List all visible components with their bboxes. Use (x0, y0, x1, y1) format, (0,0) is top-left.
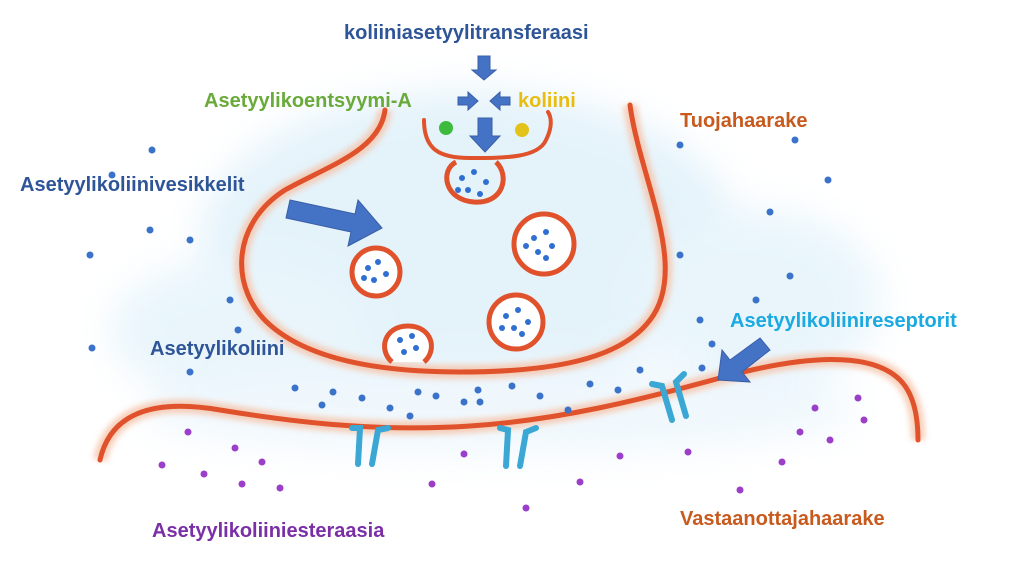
label-choline: koliini (518, 90, 576, 112)
arrow-icon (468, 117, 502, 153)
arrows (285, 55, 771, 383)
vesicle-icon (349, 245, 403, 299)
arrow-icon (470, 55, 498, 81)
label-acetyl-coa: Asetyylikoentsyymi-A (204, 90, 412, 112)
arrow-icon (717, 337, 771, 383)
receptor-icon (497, 425, 539, 469)
label-acetylcholine: Asetyylikoliini (150, 338, 285, 360)
postsynaptic-membrane (93, 352, 925, 463)
label-presynaptic: Tuojahaarake (680, 110, 808, 132)
arrow-icon (457, 90, 479, 112)
presynaptic-membrane (234, 102, 673, 380)
vesicle-icon (511, 211, 577, 277)
vesicle-icon (444, 159, 506, 205)
background-glow (110, 90, 880, 455)
acetyl-coa-dot (439, 121, 453, 135)
arrow-icon (489, 90, 511, 112)
label-enzyme: koliiniasetyylitransferaasi (344, 22, 589, 44)
acetylcholine-dots (86, 136, 832, 420)
esterase-dots (158, 394, 868, 512)
vesicle-icon (382, 323, 434, 364)
vesicle-icon (486, 292, 546, 352)
choline-dot (515, 123, 529, 137)
receptor-icon (649, 371, 689, 423)
label-postsynaptic: Vastaanottajahaarake (680, 508, 885, 530)
label-vesicles: Asetyylikoliinivesikkelit (20, 174, 245, 196)
label-receptors: Asetyylikoliinireseptorit (730, 310, 957, 332)
label-esterase: Asetyylikoliiniesteraasia (152, 520, 385, 542)
receptors (349, 371, 689, 469)
vesicles (349, 159, 577, 364)
receptor-icon (349, 425, 391, 467)
arrow-icon (285, 198, 383, 247)
